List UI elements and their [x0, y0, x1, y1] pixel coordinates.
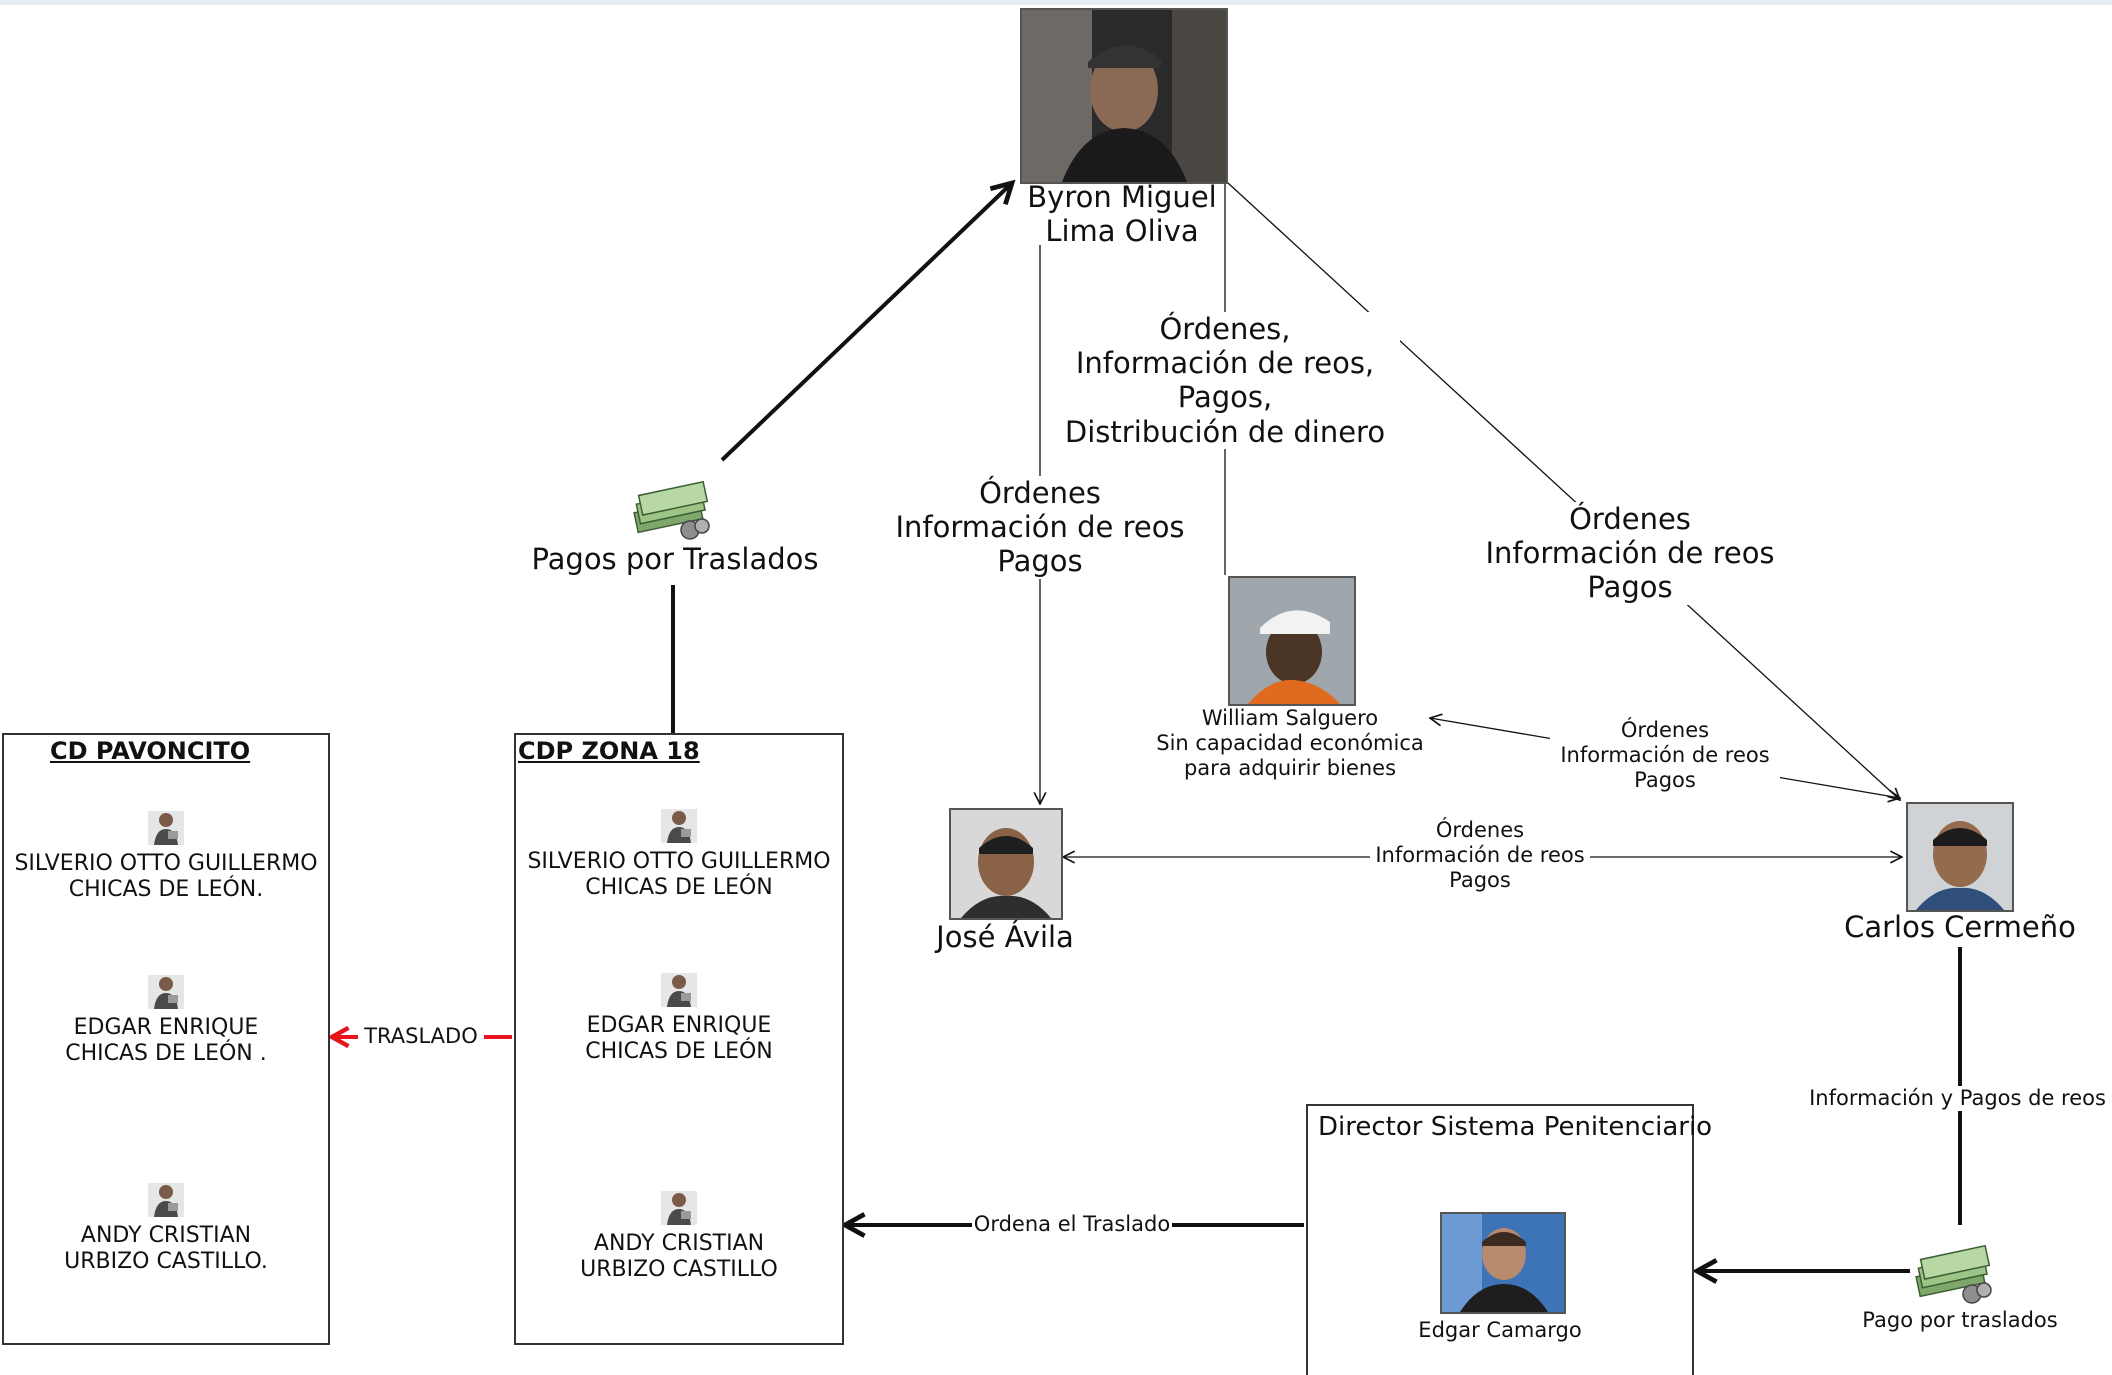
person-icon: [148, 975, 184, 1009]
jose-photo: [949, 808, 1063, 920]
carlos-name: Carlos Cermeño: [1844, 910, 2076, 944]
top-strip: [0, 0, 2112, 5]
person-icon: [661, 809, 697, 843]
william-caption: William Salguero Sin capacidad económica…: [1156, 706, 1424, 780]
portrait-photo: [1908, 804, 2012, 910]
person-icon: [148, 1183, 184, 1217]
box-title: CD PAVONCITO: [50, 737, 251, 765]
portrait-photo: [1022, 10, 1226, 182]
money-stack-icon: [633, 480, 710, 540]
box-title: CDP ZONA 18: [518, 737, 700, 765]
edge-pagos-to-byron: [720, 183, 1012, 462]
edgar-camargo-name: Edgar Camargo: [1418, 1318, 1582, 1342]
portrait-photo: [951, 810, 1061, 918]
byron-photo: [1020, 8, 1228, 184]
pago-por-traslados-label: Pago por traslados: [1862, 1308, 2058, 1332]
edgar-camargo-photo: [1440, 1212, 1566, 1314]
portrait-photo: [1442, 1214, 1564, 1312]
jose-name: José Ávila: [936, 920, 1074, 954]
portrait-photo: [1230, 578, 1354, 704]
edge-label-jose-carlos: Órdenes Información de reos Pagos: [1370, 818, 1590, 893]
edge-byron-carlos: [1227, 182, 1900, 800]
edge-label-william-carlos: Órdenes Información de reos Pagos: [1550, 718, 1780, 793]
edge-label-traslado: TRASLADO: [358, 1024, 484, 1049]
box-title: Director Sistema Penitenciario: [1318, 1112, 1713, 1142]
pagos-por-traslados-label: Pagos por Traslados: [530, 542, 820, 577]
carlos-photo: [1906, 802, 2014, 912]
edge-label-byron-jose: Órdenes Información de reos Pagos: [890, 476, 1190, 579]
edge-label-byron-william: Órdenes, Información de reos, Pagos, Dis…: [1050, 312, 1400, 449]
director-box: Director Sistema Penitenciario Edgar Cam…: [1306, 1104, 1712, 1375]
william-photo: [1228, 576, 1356, 706]
edge-label-carlos-pago: Información y Pagos de reos: [1805, 1086, 2110, 1111]
person-icon: [148, 811, 184, 845]
edge-label-byron-carlos: Órdenes Información de reos Pagos: [1480, 502, 1780, 605]
person-icon: [661, 973, 697, 1007]
money-stack-icon: [1915, 1244, 1992, 1304]
person-icon: [661, 1191, 697, 1225]
byron-name: Byron Miguel Lima Oliva: [1027, 180, 1217, 249]
edge-label-director-zona18: Ordena el Traslado: [972, 1212, 1172, 1237]
